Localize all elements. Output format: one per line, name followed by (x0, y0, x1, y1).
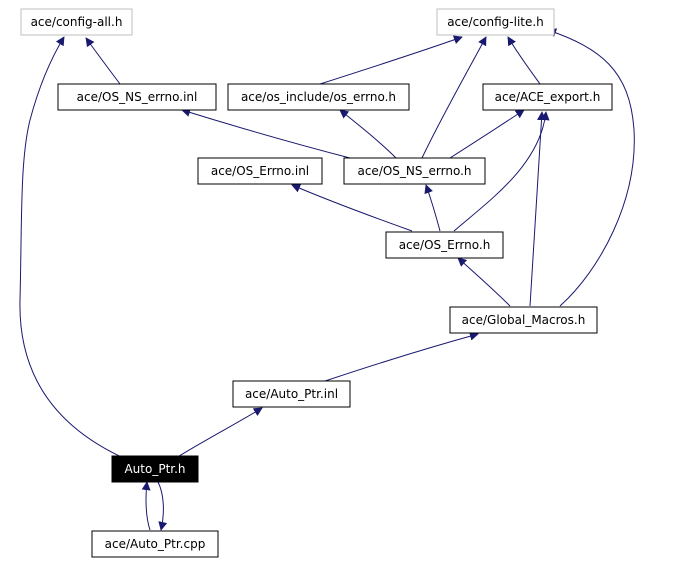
edge-global-macros-to-config-lite (547, 28, 635, 307)
node-ace-export[interactable]: ace/ACE_export.h (482, 83, 613, 111)
node-global-macros[interactable]: ace/Global_Macros.h (449, 306, 598, 334)
edge-os-ns-errno-h-to-config-lite (421, 36, 487, 159)
edge-auto-ptr-h-to-auto-ptr-inl (175, 407, 263, 459)
edge-auto-ptr-h-to-config-all (19, 36, 129, 461)
node-os-errno-h[interactable]: ace/OS_Errno.h (385, 231, 504, 259)
edge-ace-export-to-config-lite (507, 36, 541, 85)
edge-os-errno-h-to-os-ns-errno-h (424, 184, 441, 232)
node-os-ns-errno-inl[interactable]: ace/OS_NS_errno.inl (57, 83, 217, 111)
node-config-all-label: ace/config-all.h (31, 15, 123, 29)
node-os-errno-inl[interactable]: ace/OS_Errno.inl (197, 157, 323, 185)
node-auto-ptr-inl-label: ace/Auto_Ptr.inl (245, 387, 338, 401)
node-config-lite-label: ace/config-lite.h (447, 15, 544, 29)
edge-os-errno-h-to-os-errno-inl (291, 184, 413, 232)
node-ace-export-label: ace/ACE_export.h (495, 90, 601, 104)
node-auto-ptr-h-label: Auto_Ptr.h (124, 462, 185, 476)
edge-auto-ptr-inl-to-global-macros (324, 331, 479, 382)
node-os-ns-errno-inl-label: ace/OS_NS_errno.inl (77, 90, 198, 104)
node-auto-ptr-inl[interactable]: ace/Auto_Ptr.inl (232, 380, 351, 408)
edge-global-macros-to-os-errno-h (457, 257, 511, 307)
edge-os-ns-errno-h-to-os-ns-errno-inl (181, 108, 351, 159)
edges (19, 28, 635, 531)
node-os-ns-errno-h[interactable]: ace/OS_NS_errno.h (343, 157, 486, 185)
node-os-include-os-errno[interactable]: ace/os_include/os_errno.h (227, 83, 410, 111)
node-os-errno-h-label: ace/OS_Errno.h (399, 238, 491, 252)
node-auto-ptr-cpp-label: ace/Auto_Ptr.cpp (105, 537, 206, 551)
node-os-include-os-errno-label: ace/os_include/os_errno.h (241, 90, 396, 104)
edge-os-errno-h-to-ace-export (453, 111, 550, 232)
node-os-ns-errno-h-label: ace/OS_NS_errno.h (357, 164, 471, 178)
node-config-all[interactable]: ace/config-all.h (20, 8, 133, 36)
edge-os-ns-errno-h-to-ace-export (449, 109, 525, 159)
node-global-macros-label: ace/Global_Macros.h (462, 313, 586, 327)
node-config-lite[interactable]: ace/config-lite.h (436, 8, 555, 36)
edge-auto-ptr-cpp-to-auto-ptr-h (141, 481, 151, 531)
edge-auto-ptr-h-to-auto-ptr-cpp (157, 481, 168, 531)
edge-os-ns-errno-h-to-os-errno-include (339, 109, 397, 159)
node-os-errno-inl-label: ace/OS_Errno.inl (211, 164, 309, 178)
edge-global-macros-to-ace-export (529, 111, 547, 307)
node-auto-ptr-cpp[interactable]: ace/Auto_Ptr.cpp (91, 530, 219, 558)
node-auto-ptr-h[interactable]: Auto_Ptr.h (111, 455, 199, 483)
edge-os-ns-errno-inl-to-config-all (85, 37, 121, 85)
edge-os-errno-include-to-config-lite (319, 35, 463, 85)
